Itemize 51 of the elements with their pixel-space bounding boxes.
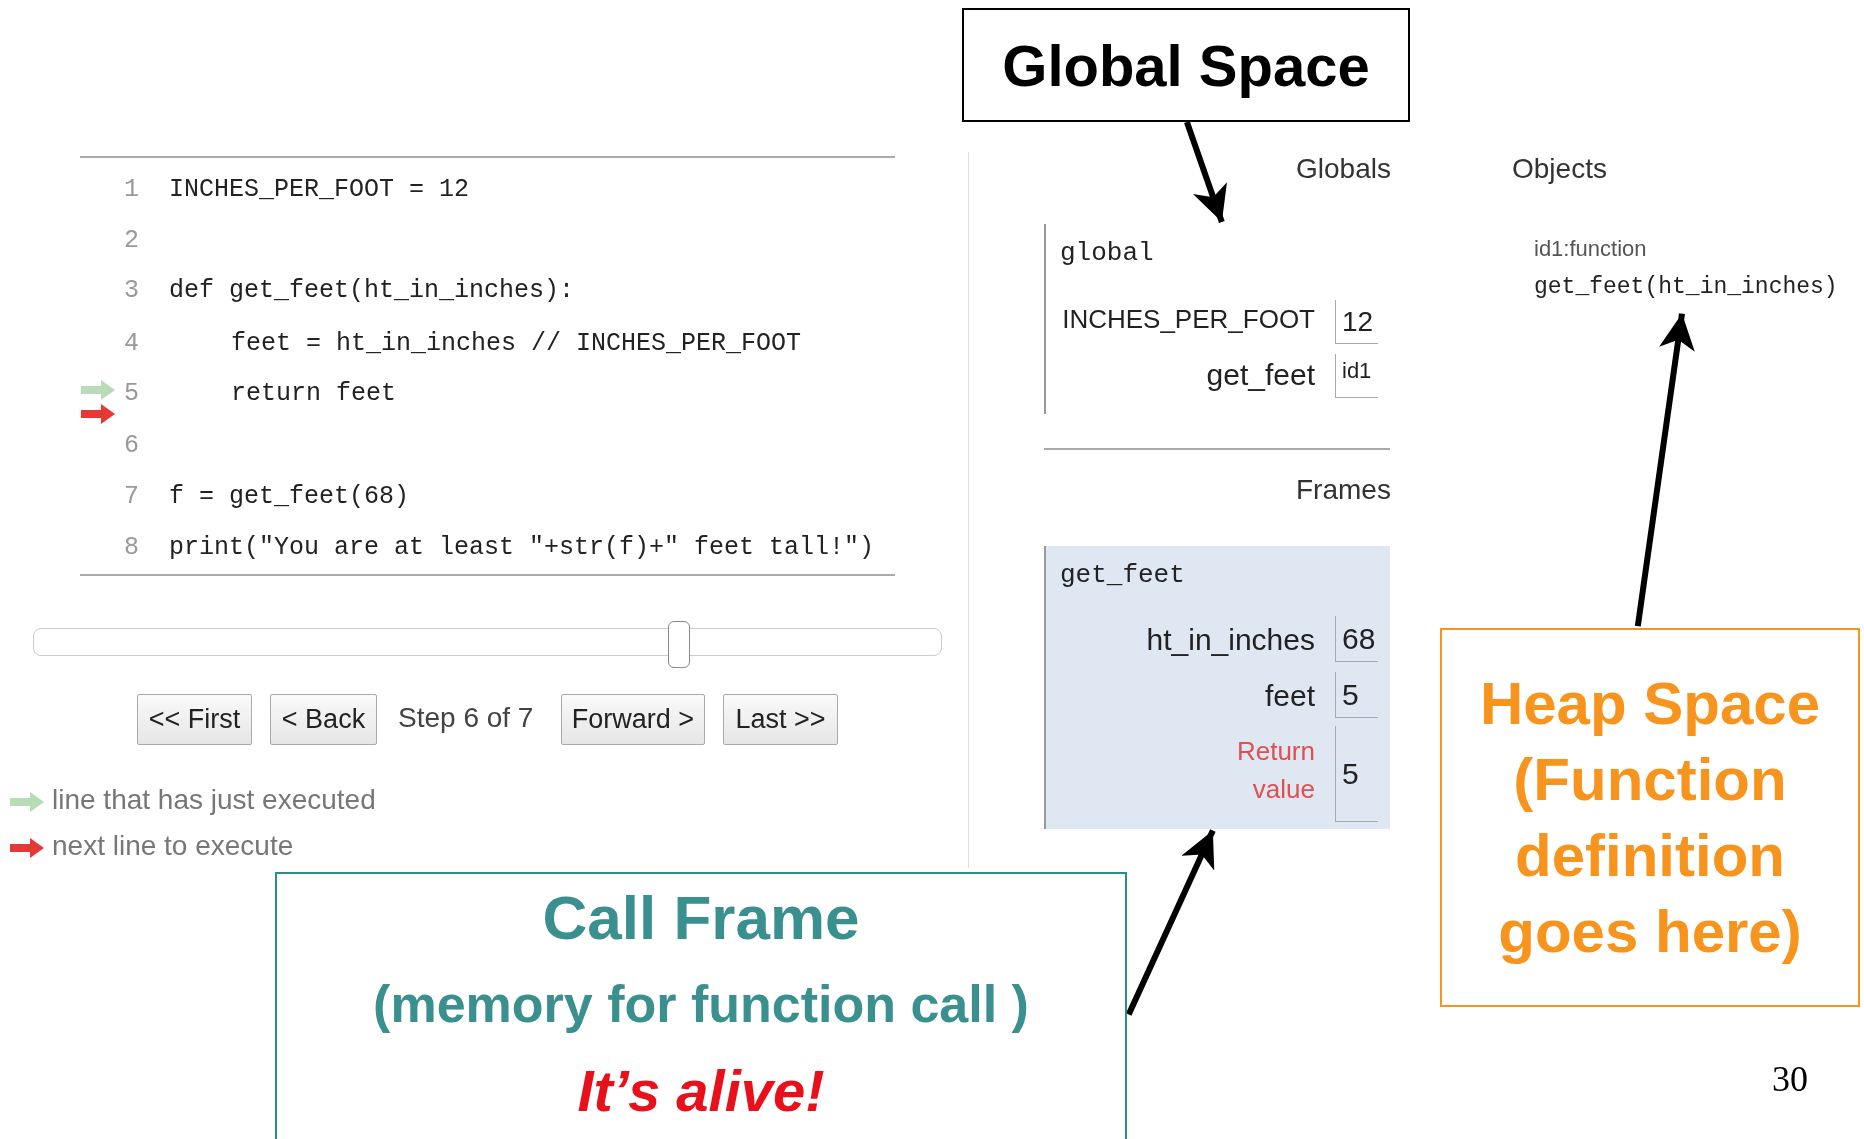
callout-title: Heap Space xyxy=(1479,668,1821,739)
code-line: return feet xyxy=(231,379,397,409)
forward-button: Forward > xyxy=(561,694,705,745)
column-heading: Globals xyxy=(1296,153,1391,185)
frame-panel xyxy=(1044,546,1390,829)
line-number: 3 xyxy=(124,276,139,306)
callout-box xyxy=(962,8,1410,122)
arrow xyxy=(1184,121,1227,224)
callout-box xyxy=(275,872,1127,1139)
frame-title: get_feet xyxy=(1060,560,1185,590)
variable-value: id1 xyxy=(1335,354,1378,398)
line-number: 2 xyxy=(124,226,139,256)
variable-name: ht_in_inches xyxy=(1146,623,1315,657)
code-line: print("You are at least "+str(f)+" feet tall!") xyxy=(169,533,875,563)
column-heading: Frames xyxy=(1296,474,1391,506)
code-line: feet = ht_in_inches // INCHES_PER_FOOT xyxy=(231,329,802,359)
page-number: 30 xyxy=(1772,1058,1808,1100)
variable-name: feet xyxy=(1264,679,1315,713)
variable-value: 5 xyxy=(1335,726,1378,822)
step-counter: Step 6 of 7 xyxy=(398,702,534,734)
arrow xyxy=(1634,313,1695,627)
return-value-label: Return value xyxy=(1235,735,1315,806)
legend-text: next line to execute xyxy=(52,830,294,862)
line-number: 7 xyxy=(124,482,139,512)
frame-title: global xyxy=(1060,238,1154,268)
callout-text: It’s alive! xyxy=(577,1057,825,1125)
first-button: << First xyxy=(137,694,252,745)
back-button: < Back xyxy=(270,694,377,745)
variable-value: 12 xyxy=(1335,300,1378,344)
code-line: INCHES_PER_FOOT = 12 xyxy=(169,175,470,205)
code-line: def get_feet(ht_in_inches): xyxy=(169,276,575,306)
line-number: 4 xyxy=(124,329,139,359)
callout-text: (Function definition goes here) xyxy=(1497,744,1803,967)
line-number: 5 xyxy=(124,379,139,409)
variable-value: 5 xyxy=(1335,672,1378,718)
last-button: Last >> xyxy=(723,694,838,745)
object-id: id1:function xyxy=(1534,236,1647,262)
function-signature: get_feet(ht_in_inches) xyxy=(1534,274,1838,300)
code-line: f = get_feet(68) xyxy=(169,482,410,512)
line-number: 1 xyxy=(124,175,139,205)
callout-box xyxy=(1440,628,1860,1007)
callout-text: (memory for function call ) xyxy=(373,974,1029,1035)
callout-title: Call Frame xyxy=(542,882,860,954)
variable-name: INCHES_PER_FOOT xyxy=(1062,304,1315,335)
legend-text: line that has just executed xyxy=(52,784,376,816)
line-number: 8 xyxy=(124,533,139,563)
callout-title: Global Space xyxy=(1002,31,1370,99)
line-number: 6 xyxy=(124,431,139,461)
variable-value: 68 xyxy=(1335,616,1378,662)
column-heading: Objects xyxy=(1512,153,1607,185)
variable-name: get_feet xyxy=(1206,358,1315,392)
